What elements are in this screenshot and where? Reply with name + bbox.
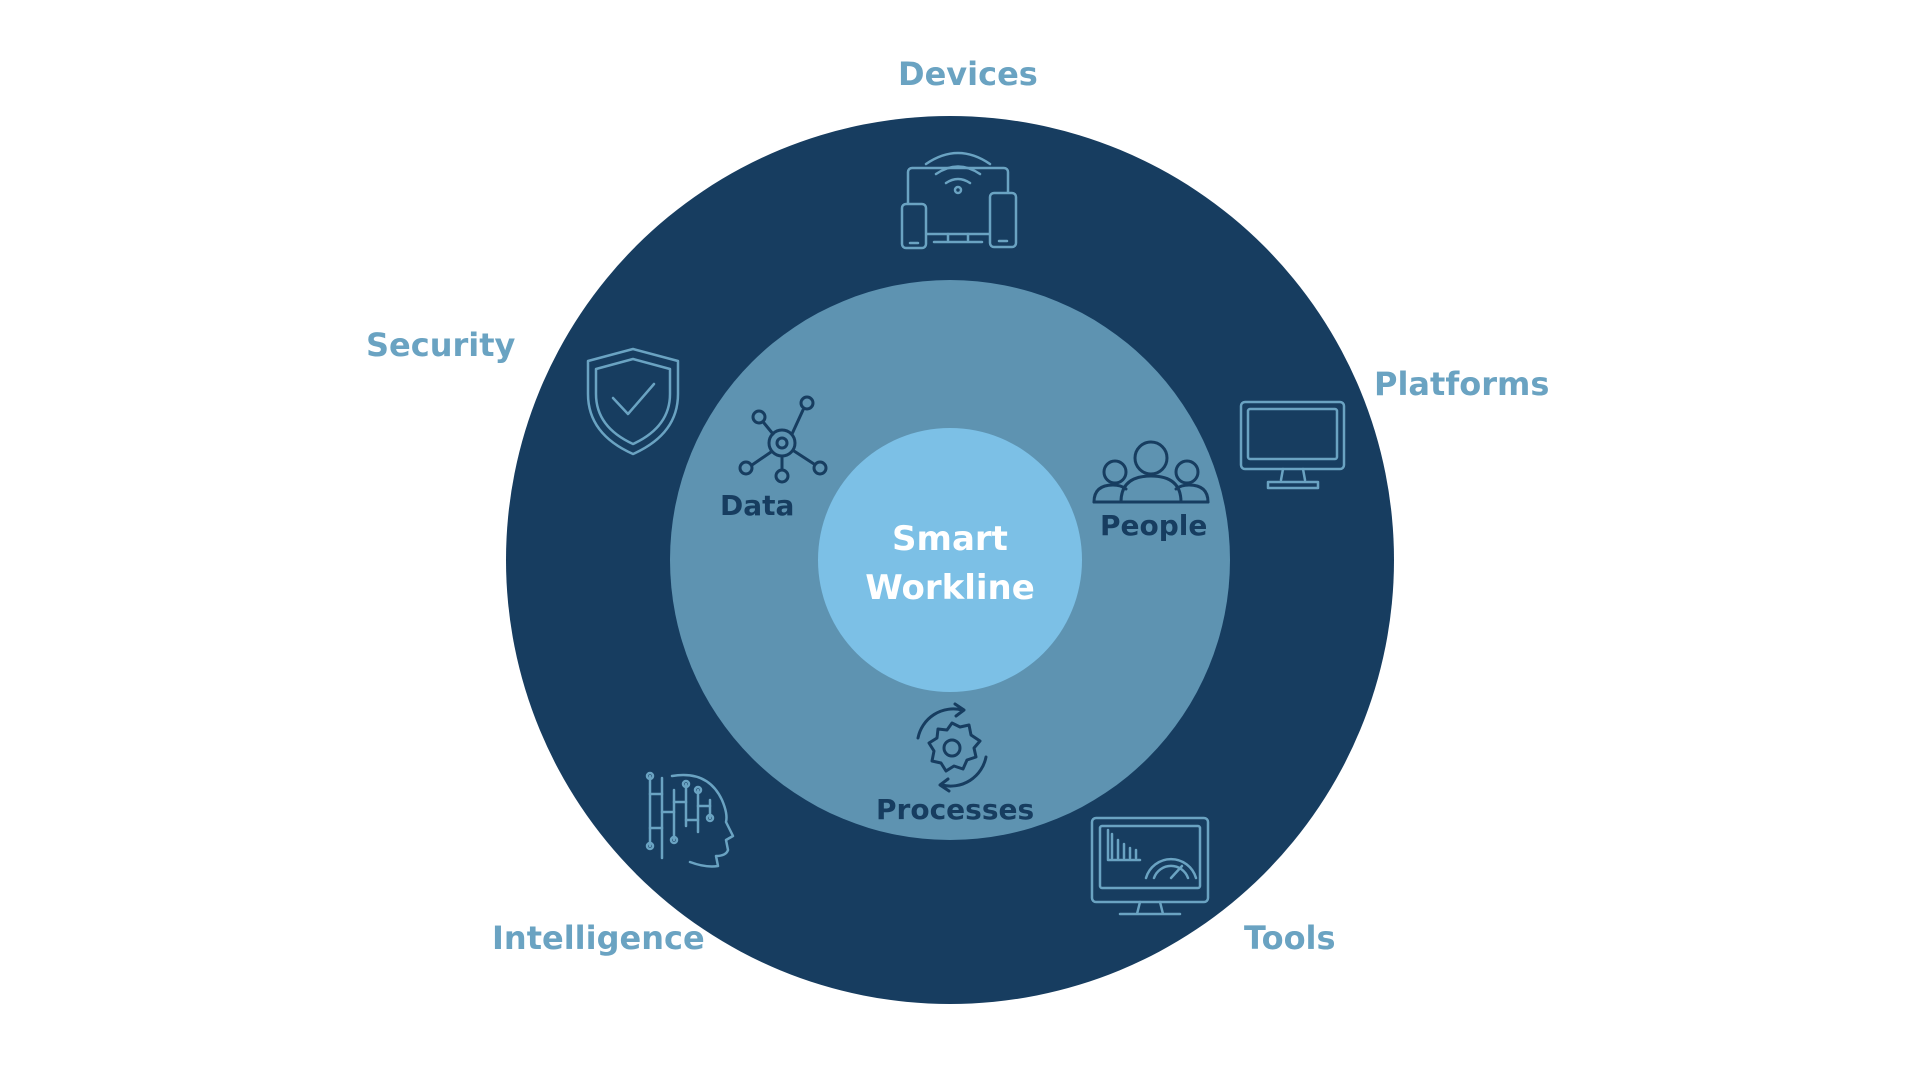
label-data: Data: [720, 489, 795, 522]
label-platforms: Platforms: [1374, 365, 1550, 403]
network-node-icon: [738, 395, 828, 484]
label-processes: Processes: [876, 793, 1035, 826]
label-tools: Tools: [1244, 919, 1336, 957]
label-intelligence: Intelligence: [492, 919, 705, 957]
ai-head-icon: [645, 771, 735, 868]
label-security: Security: [366, 326, 516, 364]
center-title-line1: Smart: [892, 519, 1008, 559]
label-devices: Devices: [898, 55, 1038, 93]
center-title-line2: Workline: [865, 568, 1035, 608]
devices-wifi-icon: [900, 151, 1018, 250]
dashboard-monitor-icon: [1090, 816, 1210, 916]
center-circle: [818, 428, 1082, 692]
shield-check-icon: [586, 347, 680, 456]
monitor-icon: [1239, 400, 1346, 490]
gear-cycle-icon: [916, 702, 988, 793]
label-people: People: [1100, 509, 1208, 542]
people-group-icon: [1092, 440, 1210, 504]
